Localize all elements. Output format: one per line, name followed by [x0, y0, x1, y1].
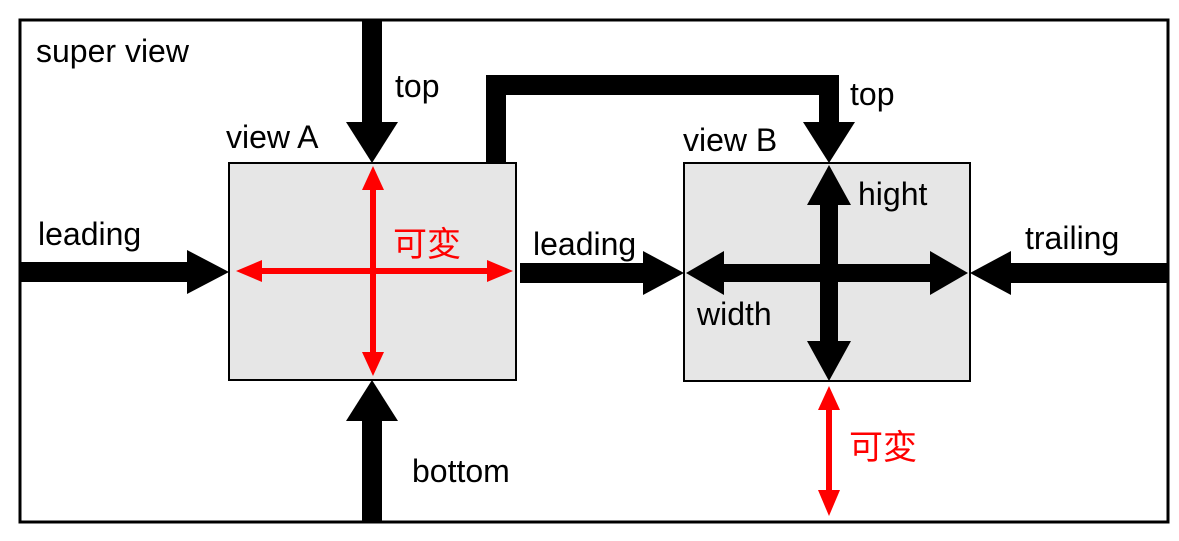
view-a-label: view A: [226, 119, 319, 155]
leading-label-b: leading: [533, 226, 636, 262]
view-b-bottom-variable-arrow: [818, 386, 840, 516]
view-b-trailing-arrow: [970, 251, 1168, 295]
bottom-label-a: bottom: [412, 453, 510, 489]
trailing-label-b: trailing: [1025, 220, 1119, 256]
view-a-variable-arrows: [236, 166, 513, 376]
super-view-label: super view: [36, 33, 190, 69]
view-b-top-arrow: [486, 75, 855, 163]
height-label-b: hight: [858, 176, 928, 212]
view-b-label: view B: [683, 122, 777, 158]
view-b-height-arrow: [807, 165, 851, 381]
view-a-leading-arrow: [20, 250, 229, 294]
top-label-b: top: [850, 76, 894, 112]
top-label-a: top: [395, 68, 439, 104]
view-b-leading-arrow: [520, 251, 684, 295]
view-a-bottom-arrow: [346, 380, 398, 522]
variable-label-b: 可変: [849, 428, 917, 468]
width-label-b: width: [696, 296, 772, 332]
variable-label-a: 可変: [393, 225, 461, 265]
view-a-top-arrow: [346, 20, 398, 163]
leading-label-a: leading: [38, 216, 141, 252]
